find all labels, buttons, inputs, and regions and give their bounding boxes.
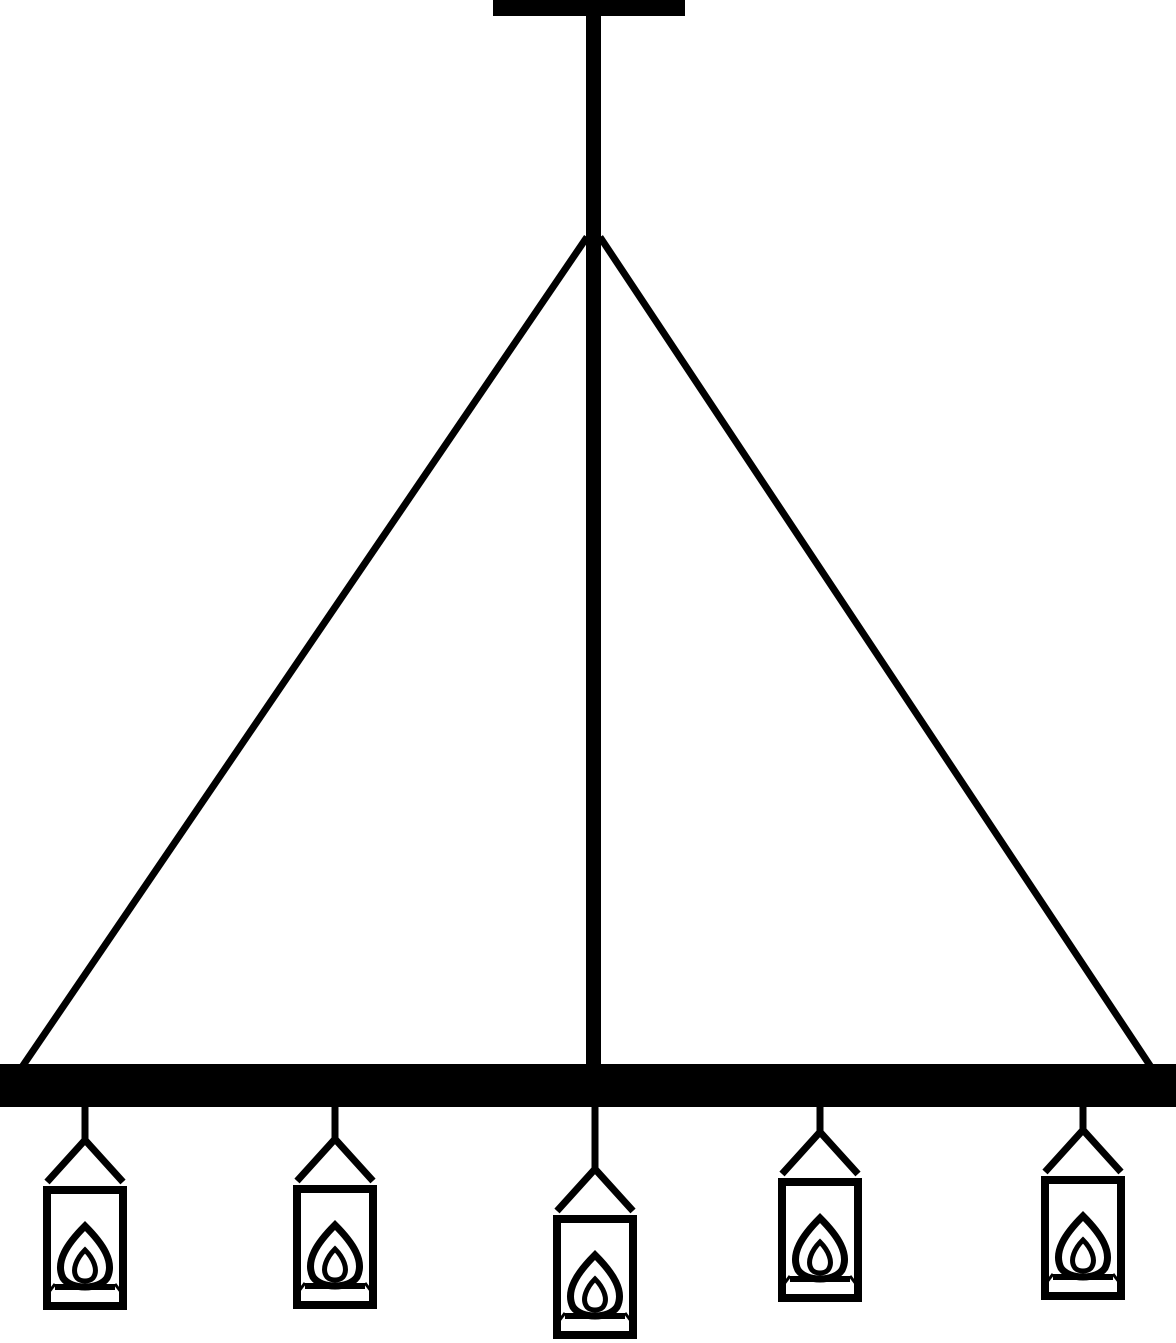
lantern-roof (779, 1126, 861, 1177)
flame-inner (582, 1275, 608, 1313)
lantern-base-left (297, 1282, 307, 1292)
lantern-frame (43, 1186, 127, 1310)
flame-icon (791, 1213, 849, 1283)
flame-icon (306, 1220, 364, 1290)
lantern-base-right (363, 1282, 373, 1292)
lantern-base-left (1045, 1273, 1055, 1283)
lantern-roof (554, 1163, 636, 1214)
lantern-icon (553, 1107, 637, 1339)
lantern-base-left (557, 1312, 567, 1322)
lantern-base-left (47, 1283, 57, 1293)
lantern-frame (553, 1215, 637, 1339)
flame-inner (807, 1238, 833, 1276)
lantern-base-right (848, 1275, 858, 1285)
center-rod (586, 14, 601, 1068)
lantern-icon (43, 1107, 127, 1310)
flame-icon (56, 1221, 114, 1291)
lantern-frame (1041, 1176, 1125, 1300)
lantern-icon (778, 1107, 862, 1302)
horizontal-beam (0, 1064, 1176, 1107)
flame-inner (1070, 1236, 1096, 1274)
flame-icon (566, 1250, 624, 1320)
lantern-base-right (113, 1283, 123, 1293)
lantern-icon (1041, 1107, 1125, 1300)
right-cable (597, 235, 1154, 1069)
lantern-roof (44, 1134, 126, 1185)
ceiling-plate (493, 0, 685, 16)
lantern-base-right (623, 1312, 633, 1322)
lantern-base-left (782, 1275, 792, 1285)
lantern-roof (1042, 1124, 1124, 1175)
flame-inner (72, 1246, 98, 1284)
lantern-base-right (1111, 1273, 1121, 1283)
lantern-roof (294, 1133, 376, 1184)
flame-inner (322, 1245, 348, 1283)
lantern-icon (293, 1107, 377, 1309)
lantern-frame (778, 1178, 862, 1302)
left-cable (19, 235, 590, 1069)
lantern-group (43, 1107, 1125, 1339)
lantern-frame (293, 1185, 377, 1309)
flame-icon (1054, 1211, 1112, 1281)
